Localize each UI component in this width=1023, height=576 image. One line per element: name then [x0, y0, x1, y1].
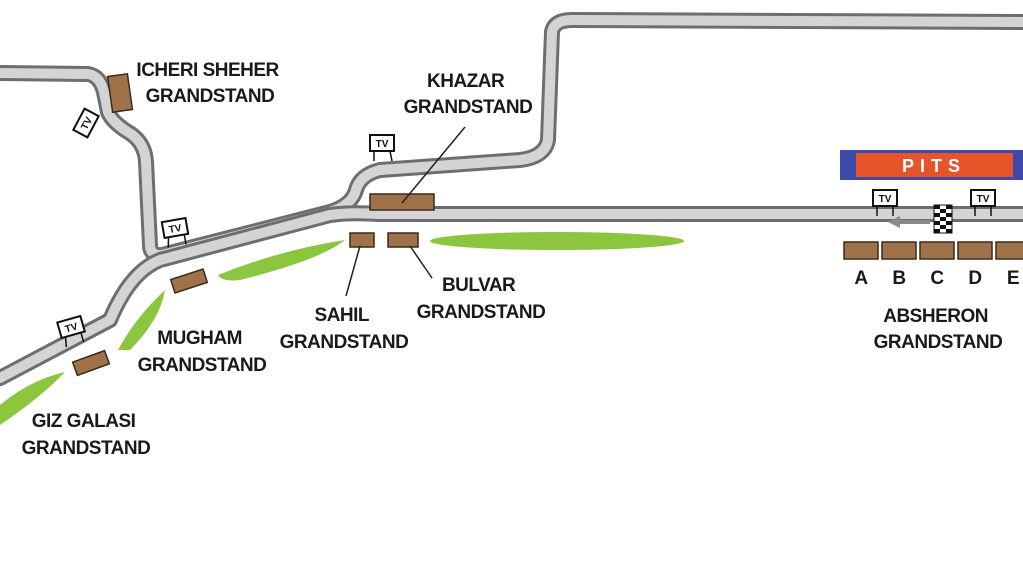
grandstand-bulvar — [387, 232, 419, 248]
grandstand-absheron-a — [843, 241, 879, 260]
svg-text:TV: TV — [79, 115, 95, 132]
tv-icon: TV — [872, 189, 898, 216]
grandstand-absheron-e — [995, 241, 1023, 260]
tv-icon: TV — [71, 107, 101, 139]
grandstand-absheron-b — [881, 241, 917, 260]
grandstand-mugham — [169, 268, 209, 294]
tv-icon: TV — [369, 134, 395, 162]
track — [0, 12, 1023, 386]
checkered-flag-icon — [933, 204, 953, 234]
tv-icon: TV — [160, 216, 190, 248]
runoff-area — [218, 240, 345, 281]
grandstand-sahil — [349, 232, 375, 248]
pits-label: PITS — [902, 156, 966, 176]
tv-markers: TV TV TV TV TV — [56, 107, 996, 348]
sahil-label: SAHIL GRANDSTAND — [280, 305, 409, 353]
khazar-label: KHAZAR GRANDSTAND — [404, 71, 533, 118]
absheron-section-c: C — [930, 268, 944, 289]
runoff-area — [430, 232, 684, 250]
bulvar-label: BULVAR GRANDSTAND — [417, 275, 546, 323]
absheron-section-d: D — [968, 268, 981, 289]
absheron-label: ABSHERON GRANDSTAND — [874, 306, 1003, 353]
absheron-section-e: E — [1007, 268, 1019, 289]
pits-banner: PITS — [840, 150, 1023, 180]
svg-text:TV: TV — [376, 139, 389, 150]
runoff-areas — [0, 232, 684, 425]
grandstand-icheri-sheher — [106, 72, 134, 114]
tv-icon: TV — [970, 189, 996, 216]
svg-text:TV: TV — [168, 223, 183, 236]
runoff-area — [118, 290, 165, 350]
grandstand-absheron-c — [919, 241, 955, 260]
tv-icon: TV — [56, 314, 86, 348]
grandstand-labels: ICHERI SHEHER GRANDSTAND KHAZAR GRANDSTA… — [22, 60, 1020, 459]
mugham-label: MUGHAM GRANDSTAND — [138, 328, 267, 376]
icheri-sheher-label: ICHERI SHEHER GRANDSTAND — [136, 60, 283, 107]
absheron-section-a: A — [854, 268, 868, 289]
runoff-area — [0, 372, 65, 425]
grandstand-giz-galasi — [71, 349, 111, 377]
svg-text:TV: TV — [977, 194, 990, 205]
leader-lines — [345, 126, 466, 297]
absheron-section-b: B — [892, 268, 905, 289]
giz-galasi-label: GIZ GALASI GRANDSTAND — [22, 411, 151, 459]
pit-lane-arrow — [888, 216, 930, 228]
grandstand-absheron-d — [957, 241, 993, 260]
svg-text:TV: TV — [879, 194, 892, 205]
svg-text:TV: TV — [64, 321, 80, 335]
